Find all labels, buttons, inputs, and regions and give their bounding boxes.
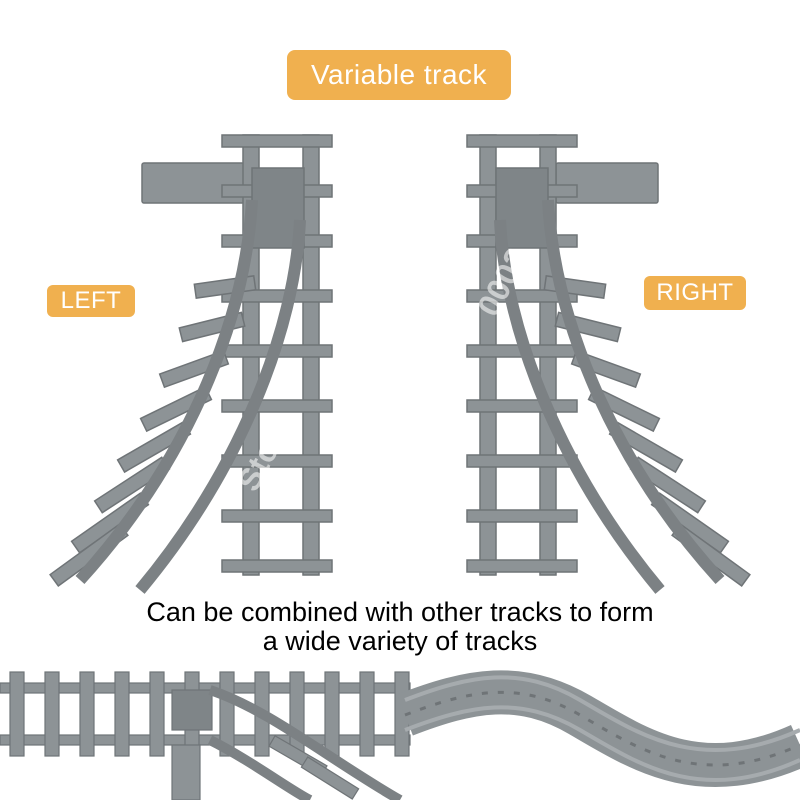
right-label-text: RIGHT (656, 279, 734, 306)
left-label-text: LEFT (60, 287, 122, 314)
caption-line-2: a wide variety of tracks (262, 626, 538, 656)
caption-line-1: Can be combined with other tracks to for… (146, 597, 654, 627)
title-text: Variable track (310, 59, 488, 90)
left-label-badge: LEFT (47, 285, 135, 317)
right-label-badge: RIGHT (644, 276, 746, 310)
title-badge: Variable track (287, 50, 511, 100)
